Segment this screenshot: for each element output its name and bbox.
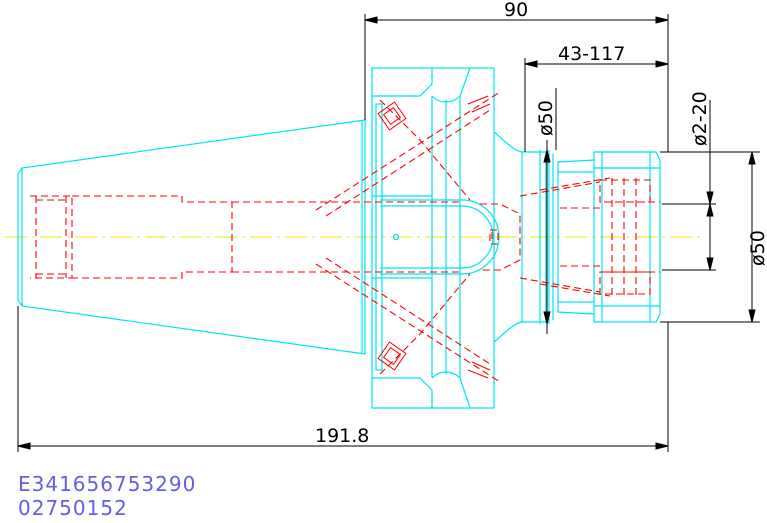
dim-flange-length: 90 xyxy=(504,0,528,21)
screw-symbols xyxy=(377,95,491,379)
hidden-lines xyxy=(30,91,660,383)
holder-outline xyxy=(17,67,661,409)
dim-overall-length: 191.8 xyxy=(315,425,369,447)
dimension-lines xyxy=(17,14,760,452)
dim-nut-diameter: ø50 xyxy=(747,230,767,266)
dim-nut-range: 43-117 xyxy=(558,43,625,65)
product-code: E341656753290 xyxy=(18,472,197,496)
dim-clamp-range: ø2-20 xyxy=(689,91,711,146)
dim-collar-diameter: ø50 xyxy=(535,100,557,136)
serial-number: 02750152 xyxy=(18,496,128,520)
